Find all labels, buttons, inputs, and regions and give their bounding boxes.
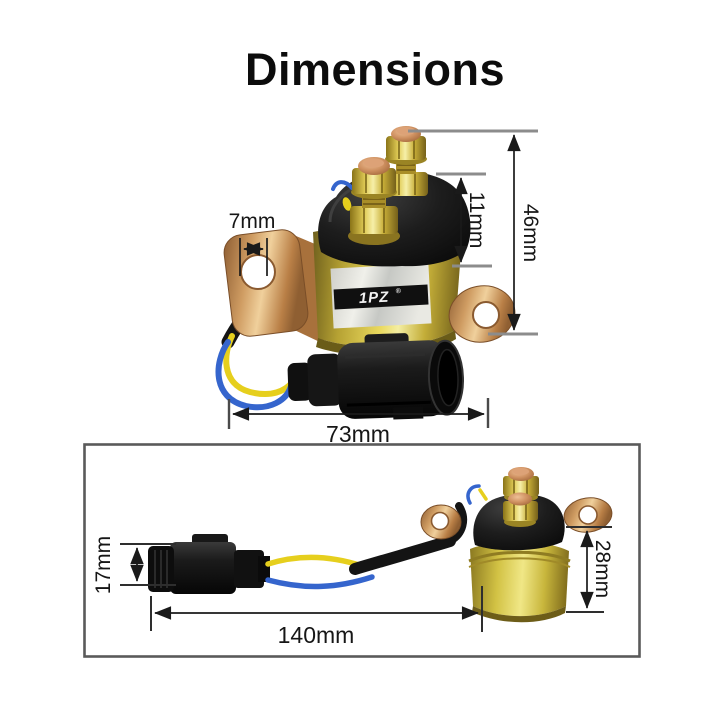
side-cap-blue-wire [466,484,481,505]
dim-28mm-label: 28mm [591,540,614,598]
label-band: 1PZ ® [330,263,432,329]
dim-11mm-label: 11mm [465,192,488,249]
front-lower-nut-facets [363,207,385,233]
side-cable-sleeve [349,535,456,575]
side-left-ear-hole [430,511,450,531]
side-yellow-wire [265,554,365,569]
brand-label: 1PZ [358,289,389,308]
connector-boot-small [287,362,313,401]
connector-mouth-inner [437,348,459,407]
bracket-hole [240,254,276,290]
front-upper-nut [352,168,396,194]
rear-copper-highlight [397,127,415,135]
side-connector-body [170,542,236,594]
side-relay-rim-ridge [468,550,571,563]
connector-ridge-top [345,352,426,359]
side-cap-yellow-wire [478,488,488,501]
dim-46mm-label: 46mm [519,204,542,262]
blue-wire [215,339,294,411]
side-connector-ridges [154,550,168,588]
front-copper-highlight [364,158,384,168]
connector-plug [287,333,464,420]
side-view-dimensions: 17mm 140mm 28mm [92,526,614,648]
side-lower-stud [503,492,538,527]
brand-label-mark: ® [396,287,402,295]
side-view-panel: 17mm 140mm 28mm [83,443,641,658]
side-lower-stud-facets [513,502,527,520]
side-cap-wire [446,502,468,545]
side-connector-ext [234,550,264,588]
connector-boot [307,353,343,407]
page-title: Dimensions [244,44,506,95]
side-relay-bottom-rim [472,606,566,623]
rear-lower-nut-facets [398,173,416,195]
connector-body [337,340,447,419]
right-ear-hole [472,301,500,329]
yellow-wire [223,333,301,397]
dim-140mm-label: 140mm [278,622,355,648]
side-blue-wire [265,574,375,590]
front-lower-nut [350,206,398,234]
side-connector-plug [148,534,270,594]
side-upper-stud-nut [503,476,539,496]
cap-yellow-wire [342,197,352,211]
side-relay [420,467,613,623]
connector-ridge-bottom [346,400,431,407]
side-lower-stud-nut [503,501,538,521]
rear-lower-nut [386,172,428,196]
front-terminal-stud [348,157,400,245]
dim-17mm-label: 17mm [92,536,115,594]
cap-blue-wire [331,180,354,191]
dim-73mm-label: 73mm [326,421,390,447]
dim-7mm-label: 7mm [229,210,276,233]
rear-upper-nut [386,136,426,160]
side-right-ear-hole [578,505,598,525]
label-stripe [333,284,429,310]
side-relay-rim-ridge2 [468,557,571,568]
top-view-dimensions: 7mm 11mm 46mm 73mm [227,129,542,447]
side-upper-stud-highlight [513,468,529,475]
connector-notch [392,406,424,420]
top-view-diagram: 1PZ ® [215,126,542,447]
side-lower-stud-copper [508,492,532,506]
rear-terminal-stud [385,126,428,196]
